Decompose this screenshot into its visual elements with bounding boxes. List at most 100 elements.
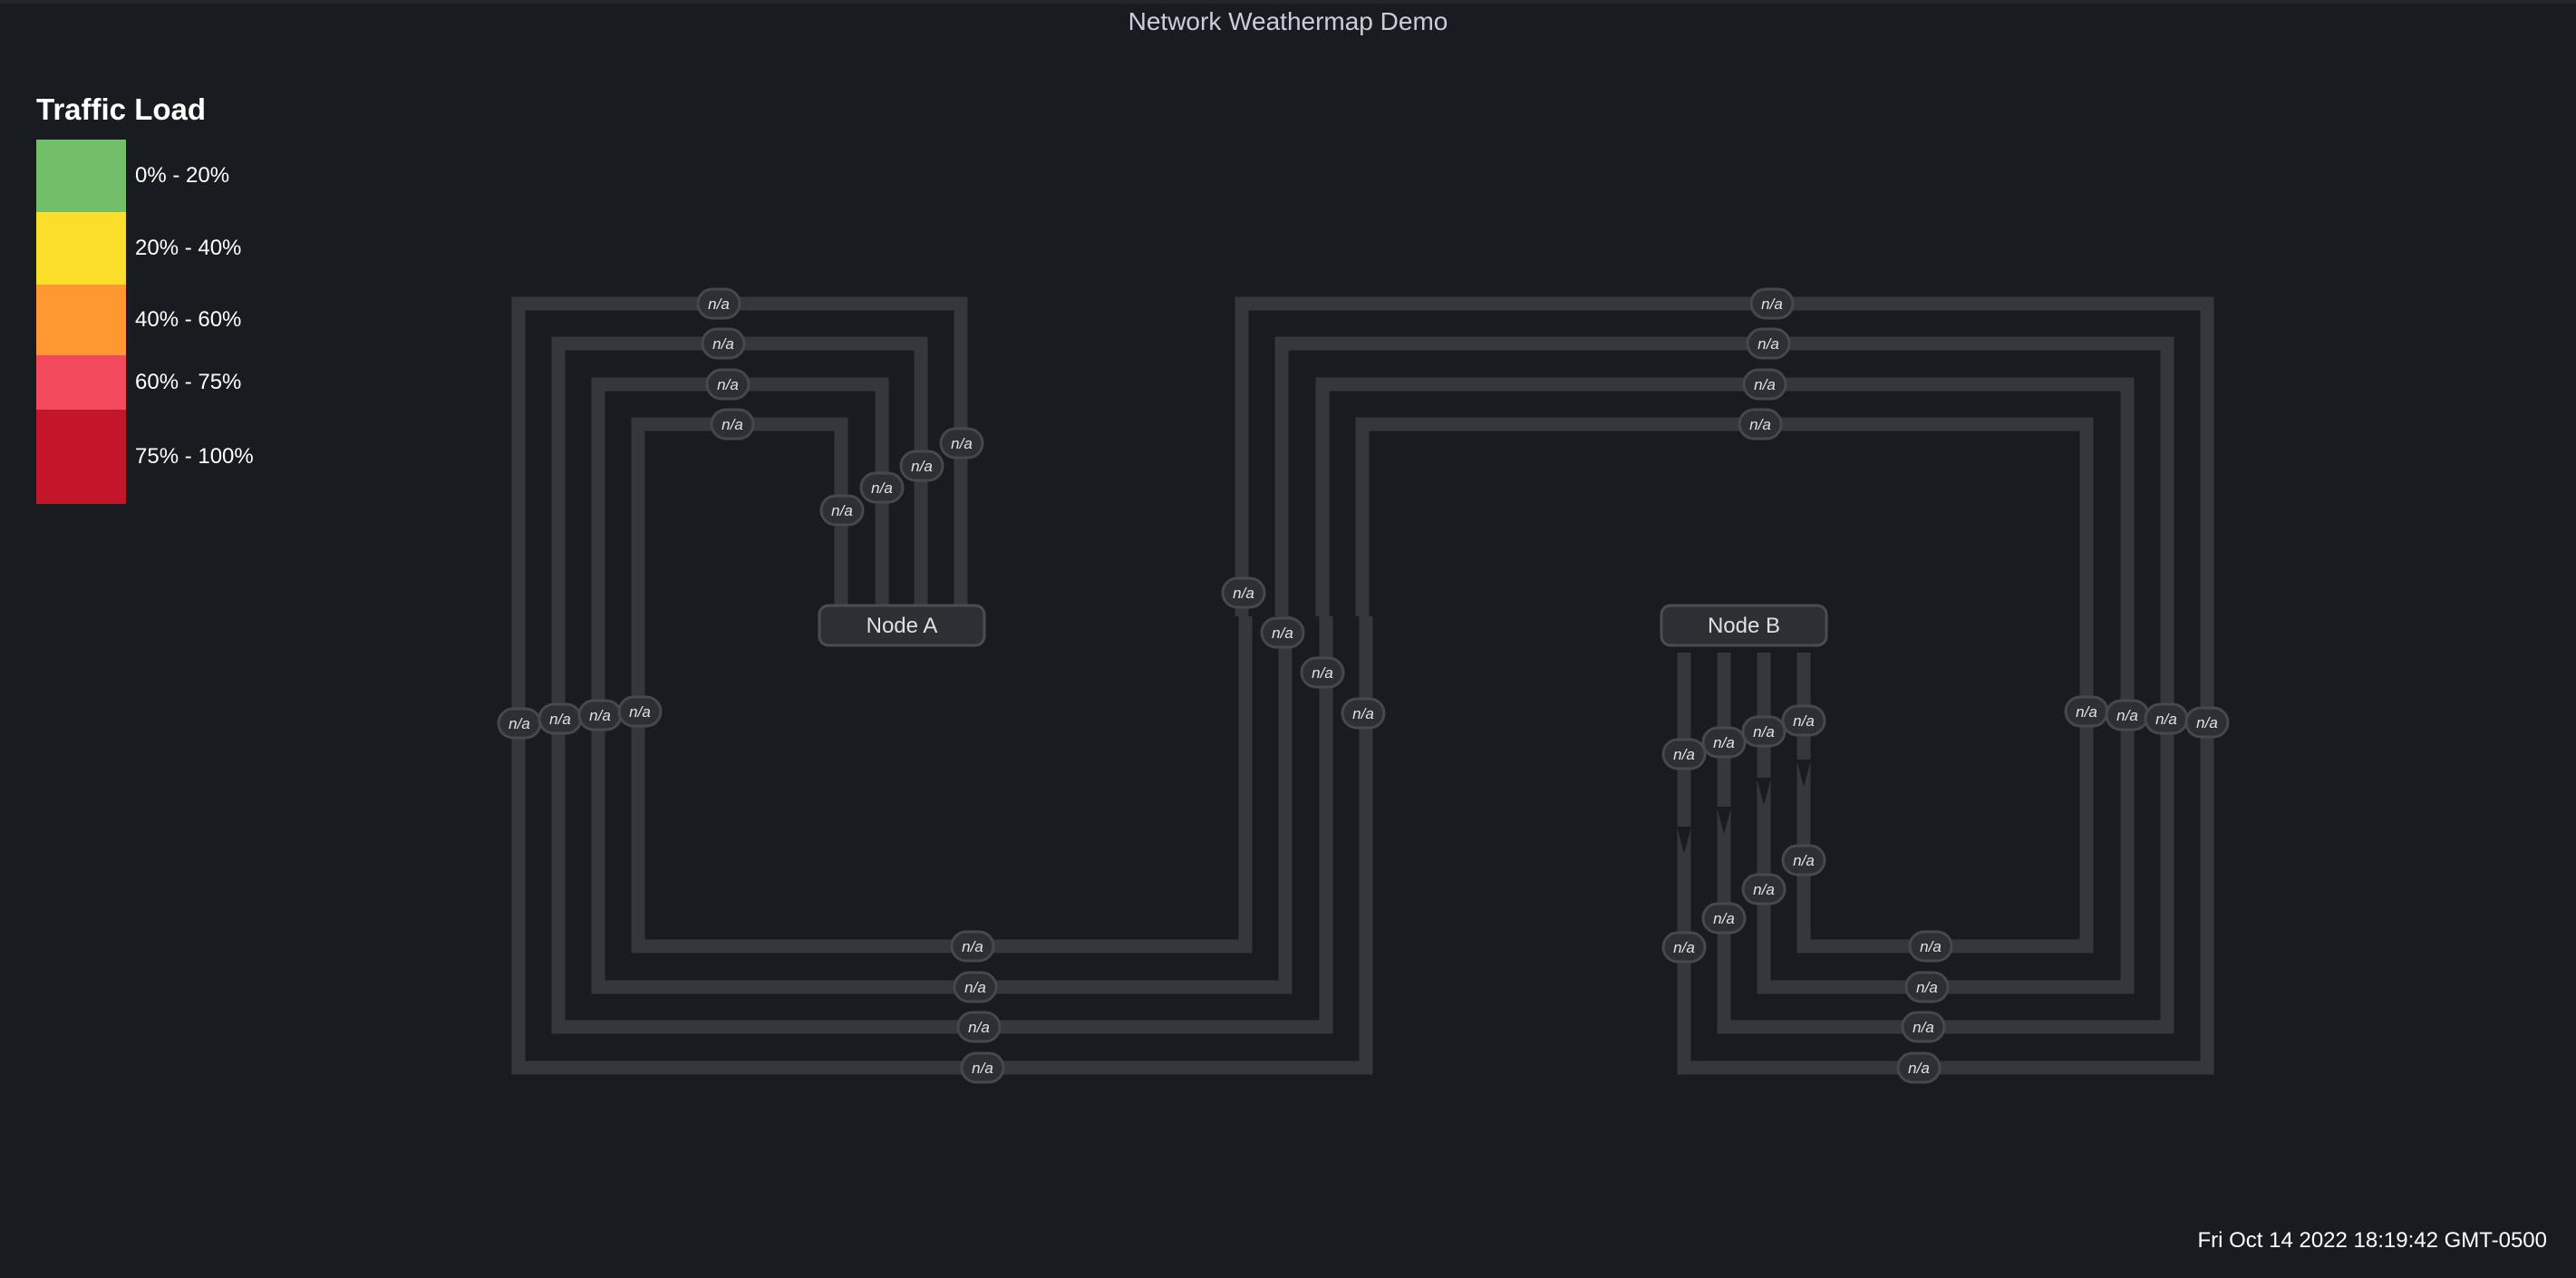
link-a-loop-2[interactable] [551,336,1333,1034]
link-label-text: n/a [1754,376,1776,393]
link-label-text: n/a [589,707,611,724]
link-label-bg [1661,738,1707,770]
link-mid-loop-2[interactable] [1274,336,2174,1034]
panel-title[interactable]: Network Weathermap Demo [1128,7,1448,35]
link-label-text: n/a [1908,1060,1930,1077]
link-label[interactable]: n/a [819,494,865,527]
link-mid-loop-4[interactable] [1355,417,2094,954]
link-label-text: n/a [1749,416,1771,433]
link-label-text: n/a [1913,1019,1934,1036]
link-a-loop-3[interactable] [591,377,1293,994]
legend-title: Traffic Load [36,92,207,126]
link-label[interactable]: n/a [1701,902,1747,934]
link-label-text: n/a [1272,624,1293,642]
link-label[interactable]: n/a [1896,1051,1942,1084]
link-label-text: n/a [962,938,983,955]
link-label-bg [1260,616,1305,649]
link-label-text: n/a [1761,295,1783,313]
link-label-text: n/a [1233,585,1254,602]
link-label[interactable]: n/a [859,471,905,504]
link-label-bg [1741,873,1787,905]
arrow-head [1677,827,1691,854]
legend: Traffic Load 0% - 20% 20% - 40% 40% - 60… [36,92,254,504]
link-label-bg [1781,704,1826,737]
link-label[interactable]: n/a [617,695,663,728]
link-label-text: n/a [2196,714,2218,731]
link-label-text: n/a [1312,664,1333,682]
legend-label: 75% - 100% [135,444,254,469]
link-label-text: n/a [1713,910,1735,927]
link-label-text: n/a [508,715,530,732]
link-label[interactable]: n/a [960,1051,1005,1084]
link-label-text: n/a [2076,703,2097,721]
link-label[interactable]: n/a [1260,616,1305,649]
link-label[interactable]: n/a [2105,699,2150,731]
legend-item-20-40: 20% - 40% [36,212,254,285]
link-label[interactable]: n/a [1341,697,1386,730]
link-label[interactable]: n/a [1781,704,1826,737]
link-labels-layer: n/a n/a n/a n/a n/a n/a n/a n/a n/a n/a n/a n/a n/a n… [497,287,2230,1084]
link-label-bg [939,427,984,460]
node-b[interactable]: Node B [1660,604,1828,647]
link-label-bg [1300,656,1345,689]
link-label-text: n/a [1920,938,1942,955]
link-label[interactable]: n/a [705,368,751,401]
link-label-text: n/a [972,1060,993,1077]
link-label-text: n/a [712,335,734,353]
link-label[interactable]: n/a [1741,715,1787,748]
link-label[interactable]: n/a [2184,706,2230,739]
node-a-label: Node A [867,614,938,638]
link-label[interactable]: n/a [1908,930,1953,963]
link-label[interactable]: n/a [1661,931,1707,963]
node-a-box[interactable] [818,604,986,647]
link-label[interactable]: n/a [1749,287,1795,320]
node-b-box[interactable] [1660,604,1828,647]
link-label[interactable]: n/a [710,408,755,441]
link-label-text: n/a [964,979,986,996]
arrow-head [1757,778,1771,805]
link-label-text: n/a [1753,881,1775,898]
link-label-text: n/a [951,435,973,452]
link-label[interactable]: n/a [939,427,984,460]
link-label-text: n/a [968,1019,990,1036]
link-label[interactable]: n/a [953,971,998,1003]
link-label-bg [819,494,865,527]
link-label-bg [1738,408,1783,441]
link-label-text: n/a [2155,711,2177,728]
link-label-bg [2184,706,2230,739]
link-label[interactable]: n/a [899,450,944,482]
link-a-loop-4[interactable] [631,417,1253,954]
link-label[interactable]: n/a [1741,873,1787,905]
link-mid-loop-3[interactable] [1315,377,2135,994]
legend-label: 20% - 40% [135,236,242,260]
link-a-loop-1[interactable] [511,296,1373,1075]
link-label[interactable]: n/a [2064,695,2109,728]
link-label-text: n/a [1916,979,1938,996]
link-label[interactable]: n/a [1661,738,1707,770]
link-label[interactable]: n/a [497,707,542,740]
links-layer [511,296,2214,1075]
link-label[interactable]: n/a [1781,844,1826,876]
link-label[interactable]: n/a [1701,726,1747,759]
link-label[interactable]: n/a [950,930,995,963]
link-label-text: n/a [1673,939,1695,956]
link-label[interactable]: n/a [1746,327,1791,360]
node-a[interactable]: Node A [818,604,986,647]
link-label[interactable]: n/a [537,702,583,735]
link-label[interactable]: n/a [956,1011,1002,1043]
link-label[interactable]: n/a [1300,656,1345,689]
link-label[interactable]: n/a [1221,576,1266,609]
link-label[interactable]: n/a [577,699,623,731]
link-label[interactable]: n/a [701,327,746,360]
link-label[interactable]: n/a [1901,1011,1946,1043]
link-label-text: n/a [871,479,893,497]
link-label-text: n/a [1793,852,1815,869]
link-label[interactable]: n/a [2144,702,2189,735]
link-label[interactable]: n/a [1742,368,1787,401]
timestamp: Fri Oct 14 2022 18:19:42 GMT-0500 [2197,1228,2547,1253]
link-label[interactable]: n/a [1738,408,1783,441]
link-label[interactable]: n/a [1904,971,1950,1003]
link-label-bg [1896,1051,1942,1084]
link-label[interactable]: n/a [696,287,741,320]
link-mid-loop-1[interactable] [1235,296,2214,1075]
